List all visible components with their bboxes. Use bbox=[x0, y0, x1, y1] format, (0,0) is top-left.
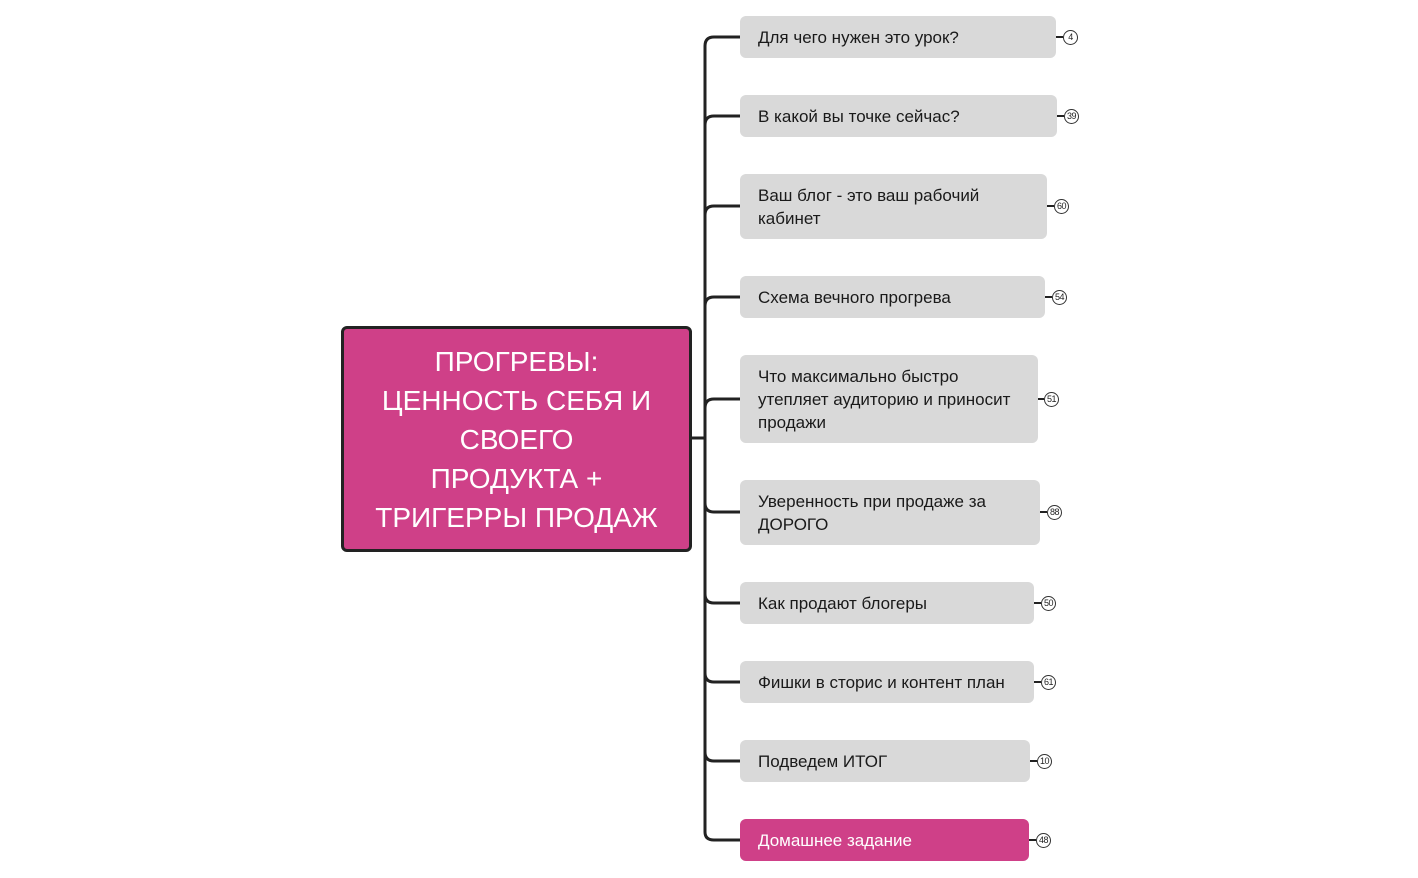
root-topic[interactable]: ПРОГРЕВЫ: ЦЕННОСТЬ СЕБЯ И СВОЕГО ПРОДУКТ… bbox=[341, 326, 692, 552]
topic-node-1[interactable]: Для чего нужен это урок? bbox=[740, 16, 1056, 58]
topic-label: Уверенность при продаже за ДОРОГО bbox=[758, 491, 986, 534]
count-badge: 10 bbox=[1037, 754, 1052, 769]
topic-node-8[interactable]: Фишки в сторис и контент план bbox=[740, 661, 1034, 703]
topic-label: Фишки в сторис и контент план bbox=[758, 672, 1005, 692]
branch-2 bbox=[703, 114, 740, 126]
branch-9 bbox=[703, 751, 740, 763]
topic-node-6[interactable]: Уверенность при продаже за ДОРОГО bbox=[740, 480, 1040, 545]
topic-label: Для чего нужен это урок? bbox=[758, 27, 959, 47]
branch-1 bbox=[703, 35, 740, 47]
topic-label: Схема вечного прогрева bbox=[758, 287, 951, 307]
topic-label: Подведем ИТОГ bbox=[758, 751, 888, 771]
count-badge: 4 bbox=[1063, 30, 1078, 45]
topic-label: Что максимально быстро утепляет аудитори… bbox=[758, 366, 1011, 432]
topic-node-9[interactable]: Подведем ИТОГ bbox=[740, 740, 1030, 782]
count-badge: 61 bbox=[1041, 675, 1056, 690]
branch-8 bbox=[703, 672, 740, 684]
count-badge: 51 bbox=[1044, 392, 1059, 407]
count-badge: 60 bbox=[1054, 199, 1069, 214]
topic-label: Как продают блогеры bbox=[758, 593, 928, 613]
count-badge: 54 bbox=[1052, 290, 1067, 305]
topic-label: Домашнее задание bbox=[758, 830, 912, 850]
topic-node-5[interactable]: Что максимально быстро утепляет аудитори… bbox=[740, 355, 1038, 443]
count-badge: 39 bbox=[1064, 109, 1079, 124]
branch-5 bbox=[703, 397, 740, 409]
topic-label: В какой вы точке сейчас? bbox=[758, 106, 960, 126]
branch-4 bbox=[703, 295, 740, 307]
topic-node-2[interactable]: В какой вы точке сейчас? bbox=[740, 95, 1057, 137]
branch-6 bbox=[703, 502, 740, 514]
branch-3 bbox=[703, 204, 740, 216]
topic-node-4[interactable]: Схема вечного прогрева bbox=[740, 276, 1045, 318]
branch-7 bbox=[703, 593, 740, 605]
topic-node-7[interactable]: Как продают блогеры bbox=[740, 582, 1034, 624]
topic-node-10[interactable]: Домашнее задание bbox=[740, 819, 1029, 861]
count-badge: 48 bbox=[1036, 833, 1051, 848]
topic-label: Ваш блог - это ваш рабочий кабинет bbox=[758, 185, 980, 228]
branch-10 bbox=[703, 831, 740, 842]
root-topic-title: ПРОГРЕВЫ: ЦЕННОСТЬ СЕБЯ И СВОЕГО ПРОДУКТ… bbox=[375, 345, 658, 533]
count-badge: 88 bbox=[1047, 505, 1062, 520]
count-badge: 50 bbox=[1041, 596, 1056, 611]
topic-node-3[interactable]: Ваш блог - это ваш рабочий кабинет bbox=[740, 174, 1047, 239]
